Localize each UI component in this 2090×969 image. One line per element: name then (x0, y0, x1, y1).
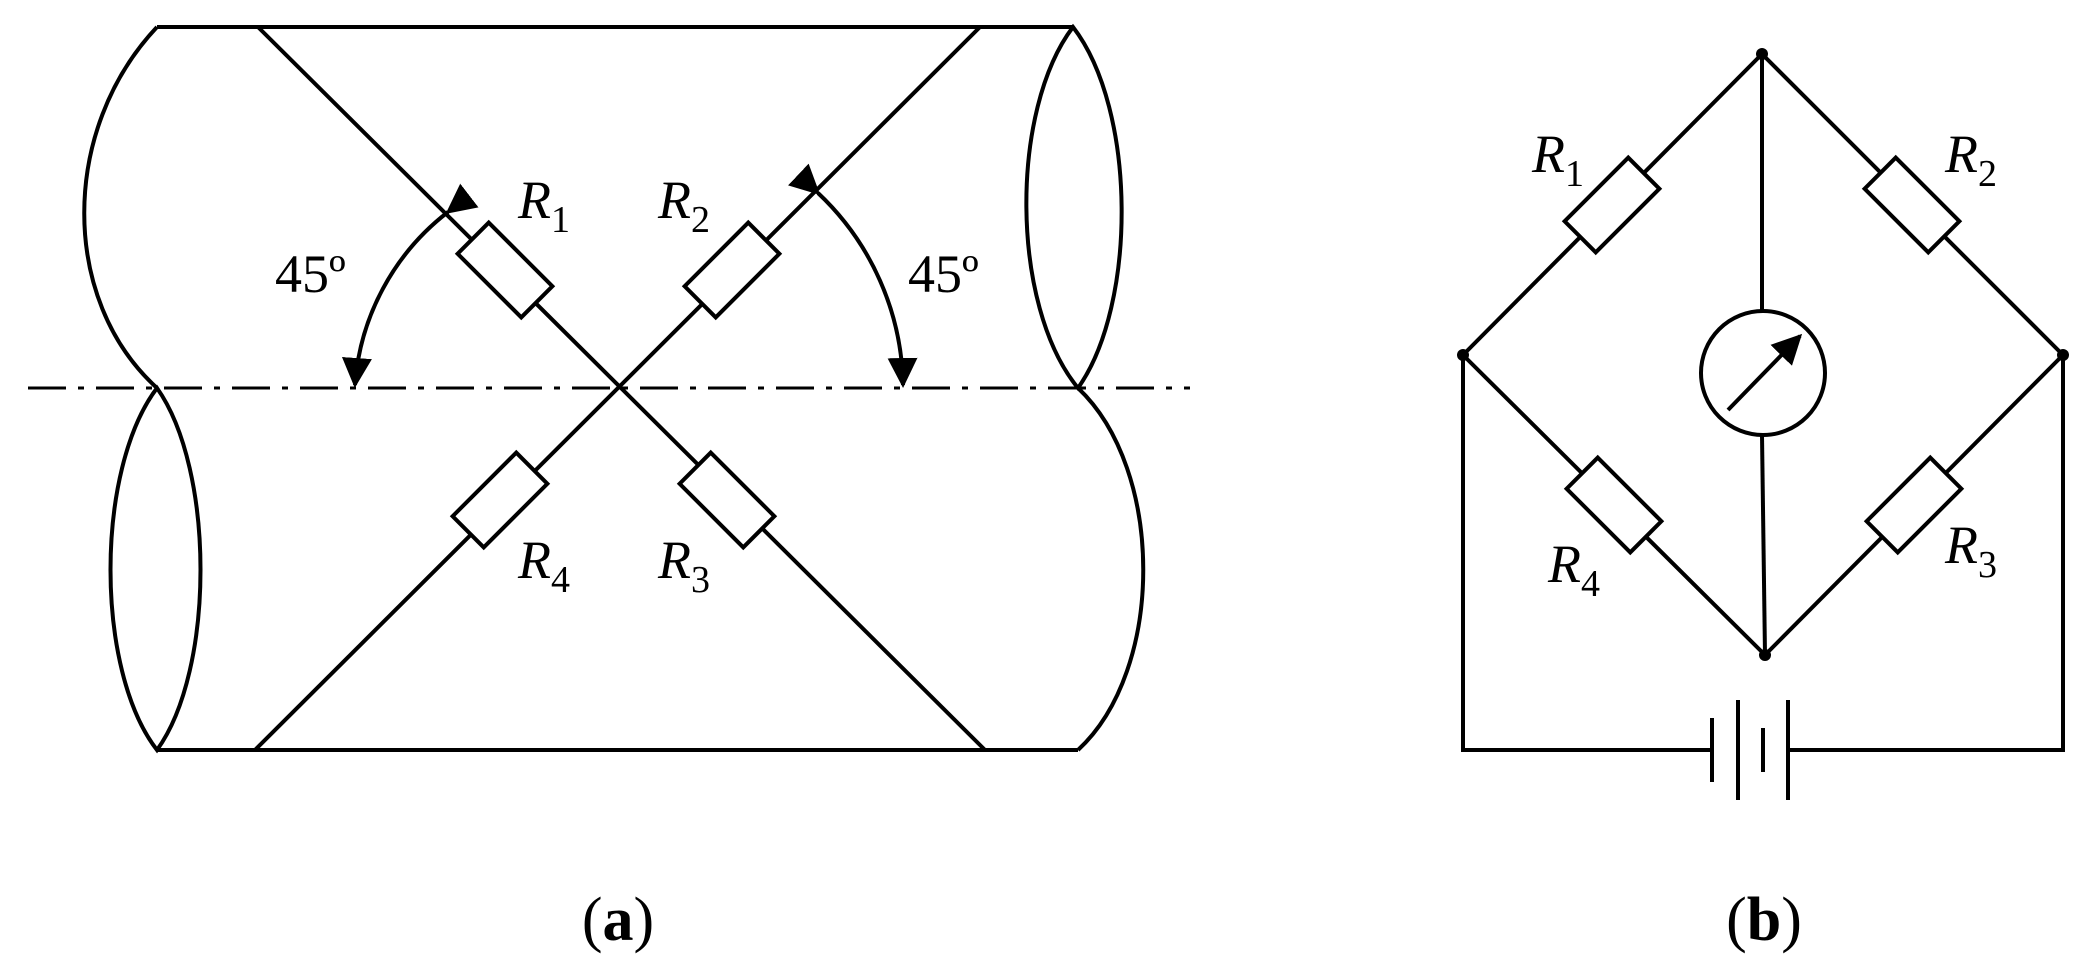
bridge-resistor-r2 (1861, 154, 1963, 256)
shaft-label-r4: R4 (517, 530, 570, 601)
shaft-resistor-r3 (676, 449, 778, 551)
bridge-resistor-r3 (1863, 454, 1965, 556)
gauge-line-r1-r3 (256, 25, 987, 752)
supply-wire-right (1788, 355, 2065, 752)
shaft-label-r1: R1 (517, 170, 570, 241)
node-bottom (1759, 649, 1771, 661)
node-right (2057, 349, 2069, 361)
node-left (1457, 349, 1469, 361)
caption-a: (a) (582, 886, 654, 954)
shaft-resistor-r4 (449, 449, 551, 551)
shaft-resistor-r2 (681, 219, 783, 321)
bridge-label-r2: R2 (1944, 124, 1997, 195)
bridge-label-r3: R3 (1944, 515, 1997, 586)
left-hatched-section (108, 384, 203, 754)
bridge-label-r4: R4 (1547, 534, 1600, 605)
shaft-label-r2: R2 (657, 170, 710, 241)
supply-wire-left (1461, 355, 1712, 752)
angle-label-right: 45º (908, 244, 979, 304)
gauge-line-r2-r4 (253, 25, 982, 752)
caption-b: (b) (1726, 886, 1802, 954)
right-angle-arc (788, 163, 918, 388)
shaft-right-end (1076, 386, 1146, 752)
left-angle-arc (341, 183, 479, 388)
angle-label-left: 45º (275, 244, 346, 304)
meter-wire-bottom (1760, 434, 1767, 656)
shaft-resistor-r1 (454, 219, 556, 321)
bridge-resistor-r1 (1561, 154, 1663, 256)
galvanometer (1699, 309, 1827, 437)
shaft-label-r3: R3 (657, 530, 710, 601)
panel-a-shaft: 45º 45º R1 R2 R3 R4 (a) (28, 23, 1190, 954)
bridge-label-r1: R1 (1531, 124, 1584, 195)
node-top (1756, 48, 1768, 60)
right-hatched-section (1024, 23, 1124, 392)
shaft-left-end (82, 25, 159, 390)
bridge-resistor-r4 (1563, 454, 1665, 556)
panel-b-bridge: R1 R2 R3 R4 (b) (1457, 48, 2069, 954)
galvanometer-needle-arrow (1726, 333, 1803, 412)
